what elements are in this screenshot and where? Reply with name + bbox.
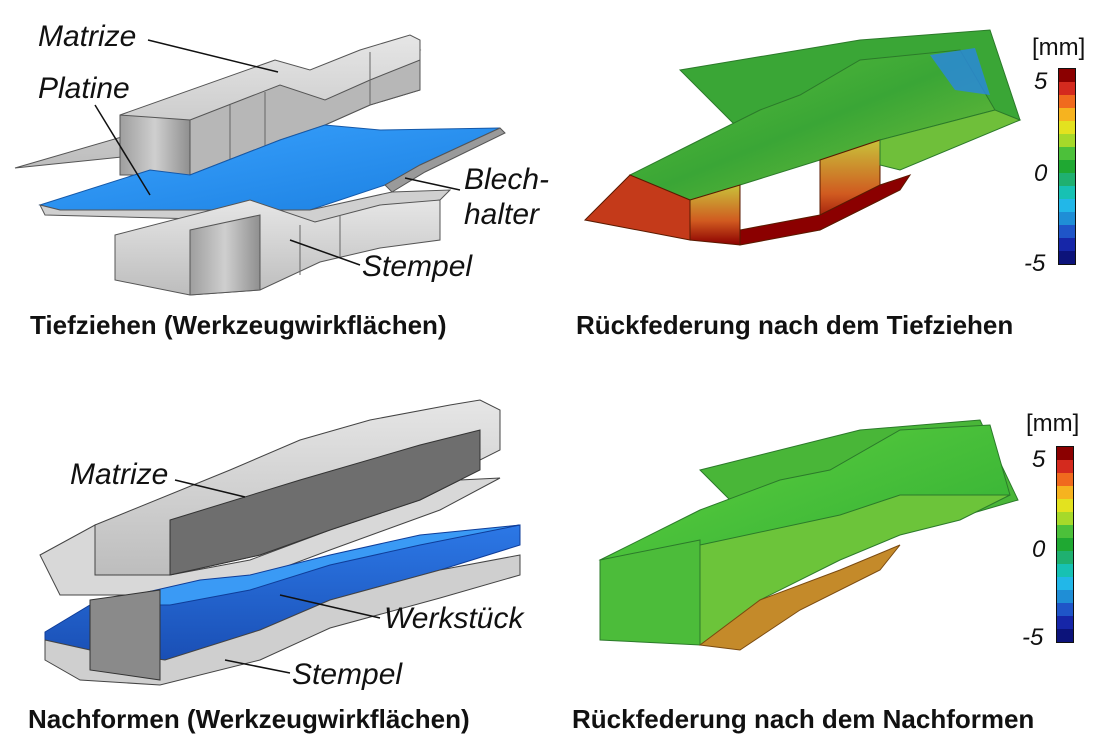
- legend-color-step: [1059, 225, 1075, 238]
- leader-platine: [94, 104, 151, 196]
- label-stempel-2: Stempel: [292, 658, 403, 691]
- legend-color-step: [1059, 108, 1075, 121]
- legend-color-step: [1057, 629, 1073, 642]
- legend-color-step: [1059, 186, 1075, 199]
- legend-color-step: [1057, 512, 1073, 525]
- stempel2-wall: [89, 589, 161, 681]
- leader-matrize2: [174, 479, 246, 498]
- legend-tick-bottom-max: 5: [1032, 446, 1046, 473]
- label-platine: Platine: [38, 72, 130, 105]
- legend-tick-top-min: -5: [1024, 250, 1046, 277]
- legend-color-step: [1057, 473, 1073, 486]
- legend-color-step: [1059, 121, 1075, 134]
- legend-color-step: [1057, 447, 1073, 460]
- legend-tick-bottom-zero: 0: [1032, 536, 1046, 563]
- legend-color-step: [1057, 551, 1073, 564]
- legend-color-step: [1059, 134, 1075, 147]
- leader-matrize: [147, 39, 279, 73]
- legend-color-step: [1059, 160, 1075, 173]
- legend-color-step: [1057, 486, 1073, 499]
- legend-color-step: [1057, 577, 1073, 590]
- legend-tick-top-zero: 0: [1034, 160, 1048, 187]
- legend-color-step: [1057, 538, 1073, 551]
- label-matrize-2: Matrize: [70, 458, 169, 491]
- stempel2-body: [44, 554, 521, 686]
- legend-color-step: [1057, 499, 1073, 512]
- legend-color-step: [1059, 69, 1075, 82]
- caption-rueckfederung-tiefziehen: Rückfederung nach dem Tiefziehen: [576, 310, 1014, 340]
- label-blechhalter-line2: halter: [464, 198, 540, 231]
- springback-flange-front: [583, 174, 691, 241]
- label-blechhalter-line1: Blech-: [464, 163, 550, 196]
- legend-color-step: [1059, 95, 1075, 108]
- legend-color-step: [1057, 616, 1073, 629]
- legend-color-step: [1059, 251, 1075, 264]
- stempel-side: [189, 214, 261, 296]
- legend-color-step: [1057, 590, 1073, 603]
- werkstueck-flange: [89, 524, 521, 606]
- legend-tick-top-max: 5: [1034, 68, 1048, 95]
- springback2-edge: [698, 544, 901, 651]
- legend-color-step: [1059, 173, 1075, 186]
- nachformen-tools: [39, 399, 521, 686]
- leader-stempel2: [224, 659, 291, 674]
- legend-colorbar-top: [1058, 68, 1076, 265]
- nachformen-springback-part: [598, 419, 1019, 651]
- label-matrize: Matrize: [38, 20, 137, 53]
- legend-unit-top: [mm]: [1032, 34, 1086, 61]
- legend-color-step: [1059, 82, 1075, 95]
- legend-color-step: [1057, 603, 1073, 616]
- legend-color-step: [1057, 564, 1073, 577]
- tiefziehen-springback-part: [583, 29, 1022, 246]
- springback-blue-patch: [930, 48, 990, 95]
- legend-tick-bottom-min: -5: [1022, 624, 1044, 651]
- leader-blechhalter: [404, 177, 461, 191]
- legend-color-step: [1059, 238, 1075, 251]
- matrize2-wall: [169, 429, 481, 576]
- caption-nachformen: Nachformen (Werkzeugwirkflächen): [28, 704, 470, 734]
- label-werkstueck: Werkstück: [384, 602, 524, 635]
- springback-flange-right: [879, 109, 1022, 171]
- label-stempel: Stempel: [362, 250, 473, 283]
- caption-rueckfederung-nachformen: Rückfederung nach dem Nachformen: [572, 704, 1035, 734]
- legend-color-step: [1059, 147, 1075, 160]
- legend-unit-bottom: [mm]: [1026, 410, 1080, 437]
- legend-color-step: [1059, 199, 1075, 212]
- tiefziehen-tools: [14, 34, 506, 296]
- legend-color-step: [1059, 212, 1075, 225]
- leader-werkstueck: [279, 594, 381, 619]
- caption-tiefziehen: Tiefziehen (Werkzeugwirkflächen): [30, 310, 447, 340]
- legend-color-step: [1057, 460, 1073, 473]
- legend-color-step: [1057, 525, 1073, 538]
- legend-colorbar-bottom: [1056, 446, 1074, 643]
- matrize-side: [119, 114, 191, 176]
- leader-stempel: [289, 239, 361, 266]
- springback-flange-side: [739, 174, 912, 246]
